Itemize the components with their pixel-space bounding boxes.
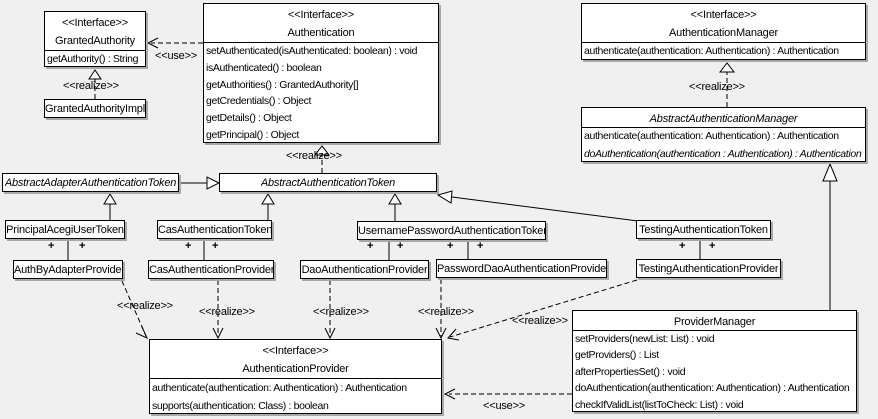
class-name: AuthByAdapterProvider [14, 263, 122, 276]
edge-gen-casauthenticationtoken [261, 193, 275, 220]
edge-gen-principalacegiusertoken [103, 193, 117, 220]
class-authentication-provider[interactable]: <<Interface>> AuthenticationProvider aut… [149, 339, 442, 414]
class-name: GrantedAuthority [55, 35, 135, 47]
realize-label: <<realize>> [512, 315, 568, 327]
method: getAuthorities() : GrantedAuthority[] [206, 78, 359, 91]
method: authenticate(authentication: Authenticat… [584, 45, 839, 57]
method: setAuthenticated(isAuthenticated: boolea… [206, 45, 418, 57]
class-name: ProviderManager [673, 316, 756, 328]
method: isAuthenticated() : boolean [206, 61, 322, 74]
use-label: <<use>> [155, 50, 198, 62]
edge-assoc-token-provider [67, 239, 701, 260]
stereotype: <<Interface>> [690, 9, 757, 21]
association-plus: + [367, 240, 374, 252]
association-plus: + [79, 240, 86, 252]
class-password-dao-authentication-provider[interactable]: PasswordDaoAuthenticationProvider [436, 259, 607, 278]
edge-gen-usernamepasswordtoken [388, 193, 402, 221]
class-abstract-authentication-token[interactable]: AbstractAuthenticationToken [219, 173, 437, 192]
class-principal-acegi-user-token[interactable]: PrincipalAcegiUserToken [5, 220, 125, 239]
class-testing-authentication-provider[interactable]: TestingAuthenticationProvider [636, 259, 781, 278]
edge-realize-abstractauthenticationtoken [313, 145, 331, 173]
class-granted-authority-impl[interactable]: GrantedAuthorityImpl [44, 99, 146, 118]
method: setProviders(newList: List) : void [575, 333, 715, 345]
edge-gen-abstractadapter-token [180, 176, 221, 190]
edge-gen-testingauthenticationtoken [436, 190, 639, 222]
edge-realize-daoauthenticationprovider [324, 280, 336, 340]
method: afterPropertiesSet() : void [575, 365, 686, 378]
class-name: AuthenticationProvider [242, 363, 349, 375]
method-abstract: doAuthentication(authentication : Authen… [584, 147, 862, 160]
realize-label: <<realize>> [117, 300, 173, 312]
edge-realize-casauthenticationprovider [212, 280, 224, 340]
realize-label: <<realize>> [199, 306, 255, 318]
realize-label: <<realize>> [313, 306, 369, 318]
class-name: AbstractAuthenticationToken [260, 176, 396, 189]
class-name: AbstractAuthenticationManager [649, 113, 798, 125]
edge-use-authentication-grantedauthority [146, 37, 203, 49]
class-auth-by-adapter-provider[interactable]: AuthByAdapterProvider [13, 260, 123, 279]
method: authenticate(authentication: Authenticat… [584, 130, 839, 142]
class-authentication-manager[interactable]: <<Interface>> AuthenticationManager auth… [581, 3, 866, 60]
use-label: <<use>> [483, 400, 526, 412]
association-plus: + [679, 240, 686, 252]
class-name: CasAuthenticationProvider [149, 263, 273, 276]
class-abstract-authentication-manager[interactable]: AbstractAuthenticationManager authentica… [581, 107, 866, 162]
association-plus: + [397, 240, 404, 252]
class-name: UsernamePasswordAuthenticationToken [358, 224, 545, 237]
class-name: DaoAuthenticationProvider [301, 263, 428, 276]
class-abstract-adapter-authentication-token[interactable]: AbstractAdapterAuthenticationToken [2, 173, 179, 192]
class-authentication[interactable]: <<Interface>> Authentication setAuthenti… [203, 3, 439, 143]
edge-gen-providermanager [822, 162, 838, 310]
method: getDetails() : Object [206, 112, 292, 125]
class-provider-manager[interactable]: ProviderManager setProviders(newList: Li… [572, 310, 857, 412]
class-testing-authentication-token[interactable]: TestingAuthenticationToken [636, 220, 771, 239]
stereotype: <<Interface>> [288, 9, 354, 21]
method: getAuthority() : String [47, 53, 139, 65]
class-name: Authentication [287, 27, 355, 39]
realize-label: <<realize>> [418, 306, 474, 318]
realize-label: <<realize>> [689, 81, 745, 93]
method: doAuthentication(authentication: Authent… [575, 382, 850, 395]
class-cas-authentication-provider[interactable]: CasAuthenticationProvider [148, 260, 274, 279]
association-plus: + [709, 240, 716, 252]
method: getCredentials() : Object [206, 95, 312, 108]
edge-use-providermanager [443, 388, 572, 400]
class-cas-authentication-token[interactable]: CasAuthenticationToken [157, 220, 272, 239]
class-name: AbstractAdapterAuthenticationToken [4, 176, 177, 189]
realize-label: <<realize>> [63, 80, 119, 92]
edge-realize-abstractauthenticationmanager [718, 62, 736, 107]
association-plus: + [477, 240, 484, 252]
method: supports(authentication: Class) : boolea… [152, 400, 329, 412]
class-name: PasswordDaoAuthenticationProvider [437, 262, 606, 275]
class-name: TestingAuthenticationProvider [638, 262, 779, 275]
method: getPrincipal() : Object [206, 128, 299, 141]
class-username-password-authentication-token[interactable]: UsernamePasswordAuthenticationToken [357, 221, 546, 240]
association-plus: + [185, 240, 192, 252]
method: authenticate(authentication: Authenticat… [152, 382, 407, 394]
method: getProviders() : List [575, 349, 659, 362]
stereotype: <<Interface>> [262, 345, 329, 357]
class-name: PrincipalAcegiUserToken [6, 223, 124, 236]
edge-realize-passworddaoprovider [435, 279, 447, 340]
method: checkIfValidList(listToCheck: List) : vo… [575, 398, 744, 411]
class-granted-authority[interactable]: <<Interface>> GrantedAuthority getAuthor… [44, 11, 146, 67]
edge-realize-testingauthenticationprovider [447, 279, 638, 341]
class-name: TestingAuthenticationToken [639, 223, 768, 236]
edge-realize-grantedauthorityimpl [88, 69, 102, 99]
stereotype: <<Interface>> [62, 17, 128, 29]
association-plus: + [48, 240, 55, 252]
class-dao-authentication-provider[interactable]: DaoAuthenticationProvider [300, 260, 429, 279]
association-plus: + [447, 240, 454, 252]
association-plus: + [212, 240, 219, 252]
realize-label: <<realize>> [286, 150, 342, 162]
edge-realize-authbyadapterprovider [121, 280, 149, 340]
class-name: GrantedAuthorityImpl [45, 102, 145, 115]
class-name: CasAuthenticationToken [158, 223, 271, 236]
class-name: AuthenticationManager [669, 27, 778, 39]
